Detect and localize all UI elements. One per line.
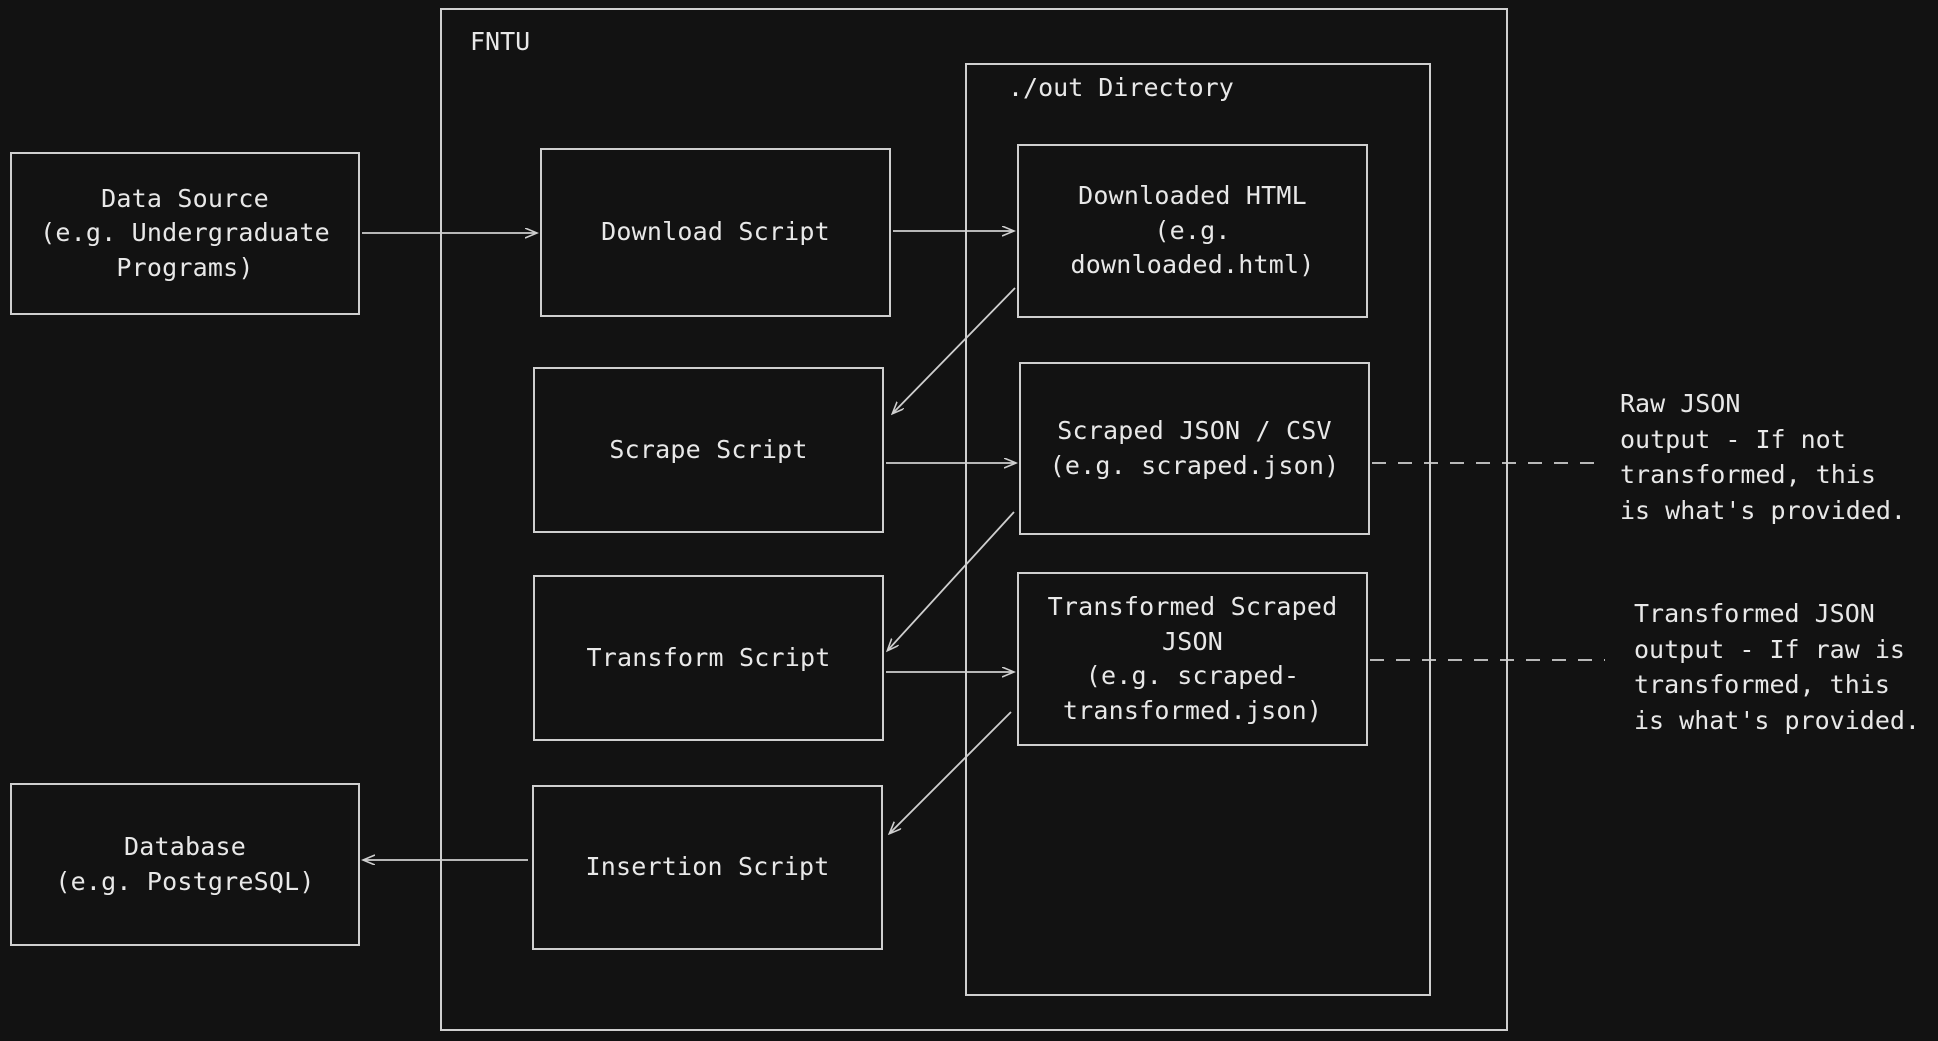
- node-transformed-json[interactable]: Transformed Scraped JSON (e.g. scraped- …: [1017, 572, 1368, 746]
- subgraph-fntu-label: FNTU: [470, 27, 531, 56]
- node-data-source[interactable]: Data Source (e.g. Undergraduate Programs…: [10, 152, 360, 315]
- node-scraped-json[interactable]: Scraped JSON / CSV (e.g. scraped.json): [1019, 362, 1370, 535]
- node-scrape-script[interactable]: Scrape Script: [533, 367, 884, 533]
- node-transform-script[interactable]: Transform Script: [533, 575, 884, 741]
- note-raw-json-output: Raw JSON output - If not transformed, th…: [1620, 389, 1906, 525]
- subgraph-fntu: [440, 8, 1508, 1031]
- node-download-script[interactable]: Download Script: [540, 148, 891, 317]
- node-database[interactable]: Database (e.g. PostgreSQL): [10, 783, 360, 946]
- node-insertion-script[interactable]: Insertion Script: [532, 785, 883, 950]
- note-transformed-json-output: Transformed JSON output - If raw is tran…: [1634, 599, 1920, 735]
- node-downloaded-html[interactable]: Downloaded HTML (e.g. downloaded.html): [1017, 144, 1368, 318]
- subgraph-out-directory-label: ./out Directory: [1008, 73, 1234, 102]
